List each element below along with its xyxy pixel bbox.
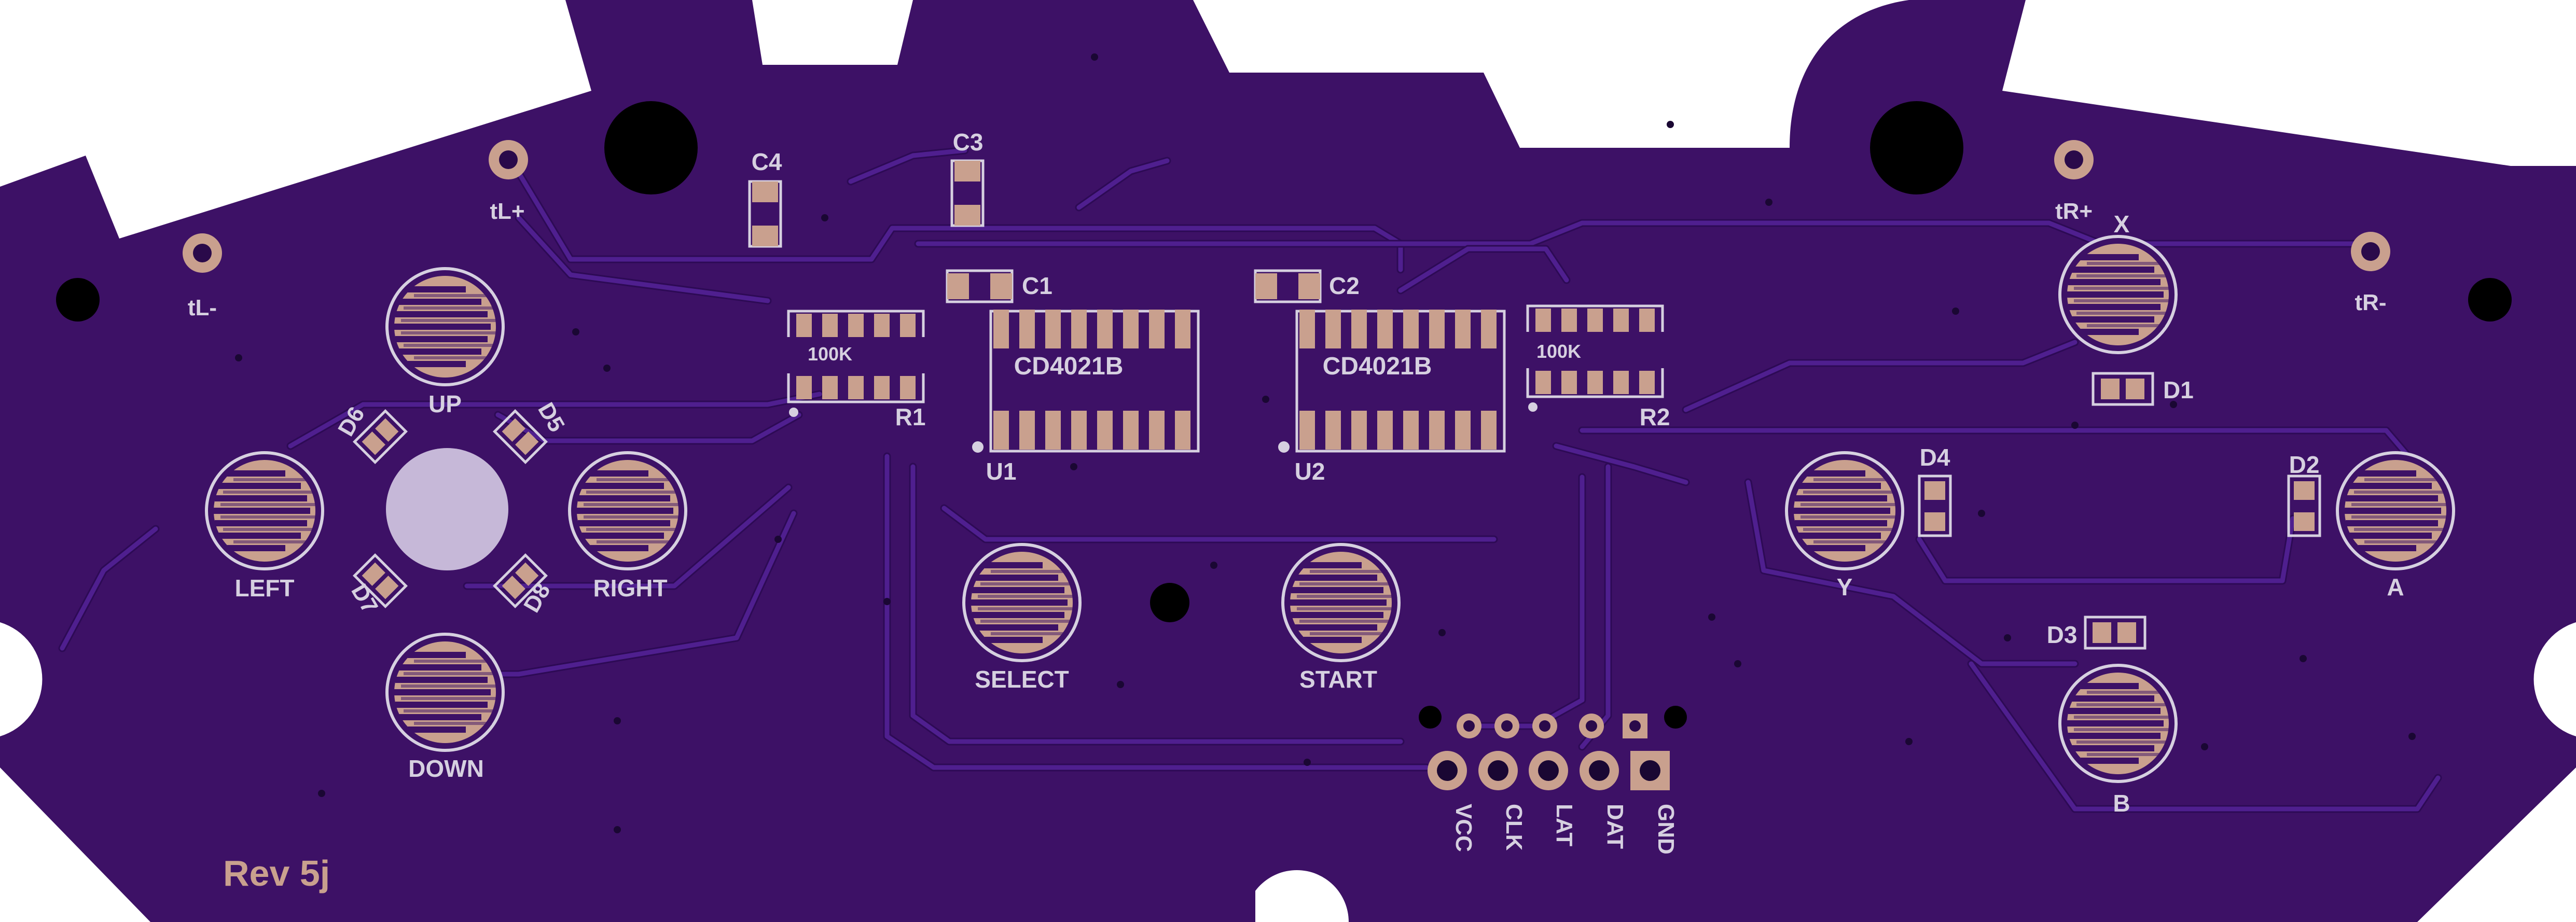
trigger-left-minus-label: tL- <box>188 295 217 320</box>
select-button-pad[interactable] <box>964 544 1080 661</box>
c3-capacitor <box>950 159 985 227</box>
connector-header <box>1419 706 1687 790</box>
down-label: DOWN <box>408 755 484 782</box>
c4-label: C4 <box>752 148 782 175</box>
d4-label: D4 <box>1920 444 1950 471</box>
c3-label: C3 <box>953 129 984 156</box>
dpad-center-disc <box>386 448 508 570</box>
c1-label: C1 <box>1022 272 1052 299</box>
u2-label: U2 <box>1295 458 1325 485</box>
r1-value: 100K <box>808 343 852 365</box>
left-button-pad[interactable] <box>206 453 323 569</box>
dpad-diodes <box>352 409 548 609</box>
mounting-hole <box>56 278 100 322</box>
c4-capacitor <box>748 180 782 248</box>
right-label: RIGHT <box>593 575 667 602</box>
b-button-pad[interactable] <box>2060 665 2176 781</box>
y-button-pad[interactable] <box>1786 453 1903 569</box>
u2-ic <box>1278 310 1509 453</box>
d4-diode <box>1918 474 1952 537</box>
connector-pin-clk: CLK <box>1501 804 1527 851</box>
connector-pin-vcc: VCC <box>1451 804 1476 852</box>
r2-label: R2 <box>1640 403 1670 430</box>
trigger-right-minus-label: tR- <box>2355 290 2386 315</box>
up-label: UP <box>428 390 462 417</box>
trigger-right-plus-label: tR+ <box>2055 199 2093 224</box>
left-label: LEFT <box>235 575 295 602</box>
u2-value: CD4021B <box>1323 353 1432 380</box>
trigger-pads <box>183 140 2390 273</box>
select-label: SELECT <box>975 666 1069 693</box>
mounting-hole <box>2468 278 2512 322</box>
mounting-hole <box>1870 101 1963 194</box>
mounting-hole <box>604 101 698 194</box>
x-label: X <box>2114 211 2130 238</box>
right-button-pad[interactable] <box>570 453 686 569</box>
d3-label: D3 <box>2047 621 2078 648</box>
revision-label: Rev 5j <box>223 853 330 893</box>
down-button-pad[interactable] <box>387 634 503 750</box>
connector-pin-dat: DAT <box>1602 804 1628 849</box>
connector-pin-lat: LAT <box>1552 804 1577 846</box>
r1-resistor-network <box>786 310 931 417</box>
y-label: Y <box>1837 574 1853 600</box>
d2-diode <box>2287 474 2321 537</box>
d1-label: D1 <box>2163 376 2194 403</box>
c1-capacitor <box>946 269 1014 303</box>
d3-diode <box>2084 616 2146 650</box>
r1-label: R1 <box>895 403 926 430</box>
mounting-hole <box>1150 583 1189 622</box>
a-label: A <box>2387 574 2404 600</box>
start-label: START <box>1299 666 1377 693</box>
b-label: B <box>2113 790 2130 817</box>
connector-pin-gnd: GND <box>1653 804 1679 855</box>
c2-label: C2 <box>1329 272 1360 299</box>
start-button-pad[interactable] <box>1283 544 1399 661</box>
up-button-pad[interactable] <box>387 269 503 385</box>
r2-value: 100K <box>1536 341 1581 362</box>
u1-value: CD4021B <box>1014 353 1124 380</box>
u1-label: U1 <box>986 458 1017 485</box>
d2-label: D2 <box>2289 451 2320 478</box>
u1-ic <box>972 310 1203 453</box>
a-button-pad[interactable] <box>2337 453 2454 569</box>
c2-capacitor <box>1254 269 1322 303</box>
x-button-pad[interactable] <box>2060 236 2176 353</box>
r2-resistor-network <box>1525 304 1670 412</box>
d1-diode <box>2092 372 2154 406</box>
trigger-left-plus-label: tL+ <box>490 199 524 224</box>
